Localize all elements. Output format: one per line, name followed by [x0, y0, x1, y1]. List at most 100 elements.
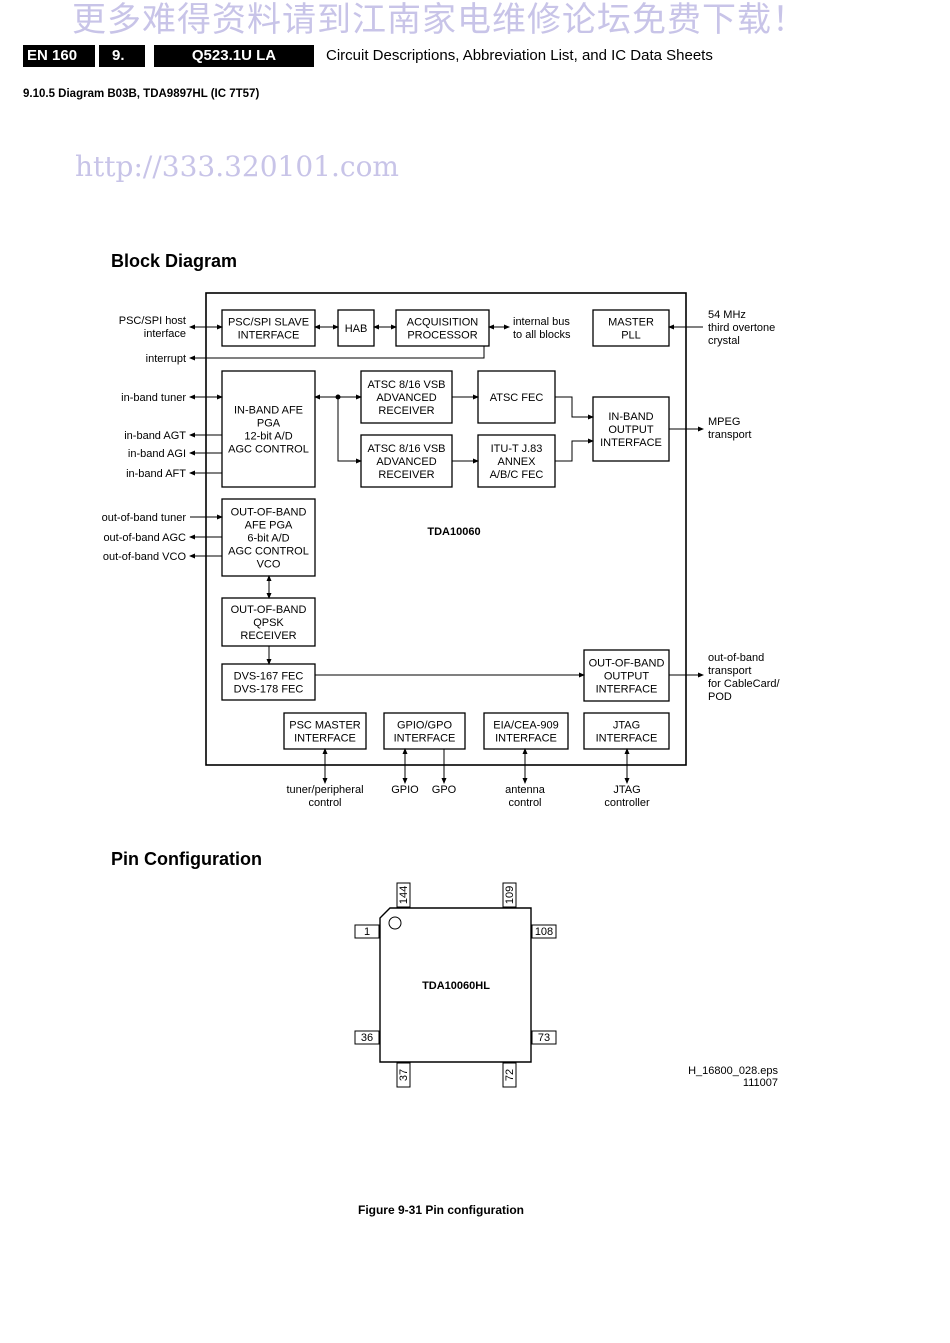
block-label: VCO [257, 559, 281, 571]
block-label: INTERFACE [394, 733, 456, 745]
model-badge: Q523.1U LA [154, 45, 314, 67]
block-label: ADVANCED [376, 456, 436, 468]
signal-label: antenna [505, 784, 546, 796]
block-label: PROCESSOR [407, 330, 477, 342]
block-label: AGC CONTROL [228, 444, 309, 456]
signal-label: transport [708, 665, 751, 677]
block-label: MASTER [608, 317, 654, 329]
block-label: PSC/SPI SLAVE [228, 317, 309, 329]
block-label: ACQUISITION [407, 317, 479, 329]
signal-label: GPIO [391, 784, 419, 796]
block-label: OUT-OF-BAND [589, 658, 665, 670]
signal-label: interface [144, 328, 186, 340]
block-label: JTAG [613, 720, 640, 732]
block-label: PSC MASTER [289, 720, 361, 732]
block-label: QPSK [253, 617, 284, 629]
block-diagram-heading: Block Diagram [111, 251, 238, 271]
block-label: INTERFACE [596, 684, 658, 696]
block-label: OUTPUT [604, 671, 650, 683]
file-date: 111007 [743, 1077, 778, 1089]
block-label: OUTPUT [608, 424, 654, 436]
chapter-badge: 9. [99, 45, 145, 67]
watermark-url: http://333.320101.com [75, 150, 399, 183]
header-title: Circuit Descriptions, Abbreviation List,… [326, 47, 713, 64]
figure-caption: Figure 9-31 Pin configuration [357, 1203, 524, 1217]
block-label: IN-BAND [608, 411, 653, 423]
block-label: INTERFACE [294, 733, 356, 745]
pin-box [502, 882, 517, 908]
pin1-marker [388, 916, 402, 930]
block-label: ATSC 8/16 VSB [367, 443, 445, 455]
block-label: AGC CONTROL [228, 546, 309, 558]
signal-label: MPEG [708, 416, 740, 428]
signal-label: out-of-band tuner [102, 512, 187, 524]
block-label: DVS-167 FEC [234, 671, 304, 683]
block-label: PLL [621, 330, 641, 342]
block-label: ATSC FEC [490, 392, 544, 404]
signal-label: control [508, 797, 541, 809]
block-label: ATSC 8/16 VSB [367, 379, 445, 391]
pin-number: 73 [538, 1032, 550, 1044]
signal-label: internal bus [513, 316, 570, 328]
block-label: INTERFACE [596, 733, 658, 745]
junction-dot [335, 394, 341, 400]
block-ib-afe [221, 370, 316, 488]
block-label: INTERFACE [238, 330, 300, 342]
block-label: ITU-T J.83 [491, 443, 543, 455]
section-title: 9.10.5 Diagram B03B, TDA9897HL (IC 7T57) [23, 88, 260, 100]
block-label: DVS-178 FEC [234, 684, 304, 696]
pin-number: 108 [535, 926, 553, 938]
block-label: AFE PGA [245, 520, 293, 532]
signal-label: control [308, 797, 341, 809]
pin-config-heading: Pin Configuration [111, 849, 262, 869]
pin-box [354, 1030, 380, 1045]
block-label: RECEIVER [378, 405, 434, 417]
signal-line [555, 396, 594, 420]
pin-box [396, 1062, 411, 1088]
block-label: PGA [257, 418, 281, 430]
block-label: INTERFACE [600, 437, 662, 449]
ic-package [379, 907, 532, 1063]
ic-label: TDA10060HL [422, 980, 490, 992]
block-label: INTERFACE [495, 733, 557, 745]
signal-label: to all blocks [513, 329, 571, 341]
pin-number: 72 [504, 1069, 516, 1081]
signal-line [337, 397, 362, 464]
signal-label: for CableCard/ [708, 678, 780, 690]
signal-label: out-of-band [708, 652, 764, 664]
block-label: GPIO/GPO [397, 720, 452, 732]
page-number-badge: EN 160 [23, 45, 95, 67]
block-label: HAB [345, 323, 368, 335]
signal-label: interrupt [146, 353, 186, 365]
signal-label: in-band tuner [121, 392, 186, 404]
block-label: RECEIVER [240, 630, 296, 642]
pin-number: 109 [504, 886, 516, 904]
signal-label: out-of-band AGC [103, 532, 186, 544]
pin-number: 36 [361, 1032, 373, 1044]
block-gpio [383, 712, 466, 750]
signal-label: GPO [432, 784, 457, 796]
block-label: OUT-OF-BAND [231, 507, 307, 519]
signal-label: in-band AFT [126, 468, 186, 480]
signal-label: crystal [708, 335, 740, 347]
signal-line [555, 438, 594, 462]
block-label: 12-bit A/D [244, 431, 292, 443]
block-label: A/B/C FEC [490, 469, 544, 481]
signal-label: controller [604, 797, 650, 809]
pin-box [502, 1062, 517, 1088]
block-label: IN-BAND AFE [234, 405, 303, 417]
pin-box [354, 924, 380, 939]
pin-box [396, 882, 411, 908]
chip-label: TDA10060 [427, 526, 480, 538]
block-label: ANNEX [498, 456, 537, 468]
block-label: RECEIVER [378, 469, 434, 481]
pin-box [531, 924, 557, 939]
signal-label: out-of-band VCO [103, 551, 187, 563]
block-label: ADVANCED [376, 392, 436, 404]
block-label: OUT-OF-BAND [231, 604, 307, 616]
signal-label: tuner/peripheral [286, 784, 363, 796]
signal-label: transport [708, 429, 751, 441]
block-label: 6-bit A/D [247, 533, 289, 545]
